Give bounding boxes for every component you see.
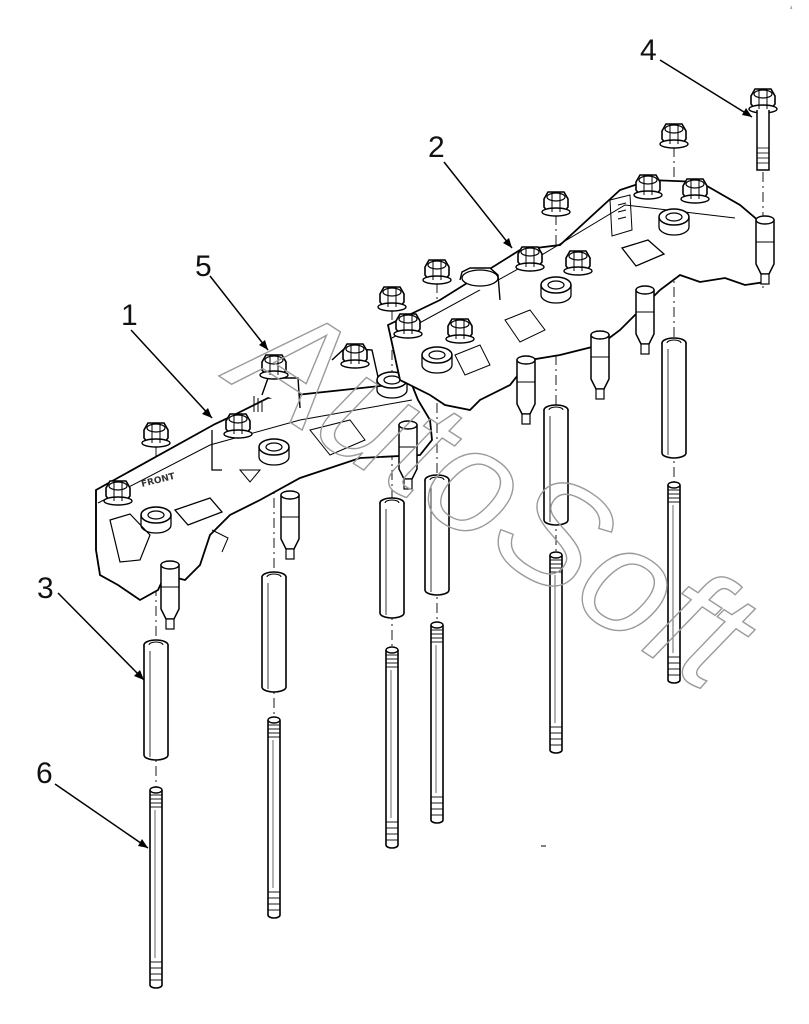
corner-stamp: a: [790, 5, 793, 10]
callout-label-1: 1: [121, 299, 138, 332]
hex-bolt: [748, 88, 778, 171]
callout-label-3: 3: [37, 572, 54, 605]
callout-arrowheads: [134, 108, 752, 848]
rocker-housing-rear: [386, 174, 775, 425]
callout-label-4: 4: [640, 34, 657, 67]
rocker-housing-front: FRONT: [95, 343, 433, 630]
callout-label-6: 6: [36, 757, 53, 790]
callout-label-2: 2: [428, 131, 445, 164]
callout-labels: 1 2 3 4 5 6: [36, 34, 657, 790]
callout-leaders: [54, 59, 753, 849]
callout-label-5: 5: [195, 250, 212, 283]
